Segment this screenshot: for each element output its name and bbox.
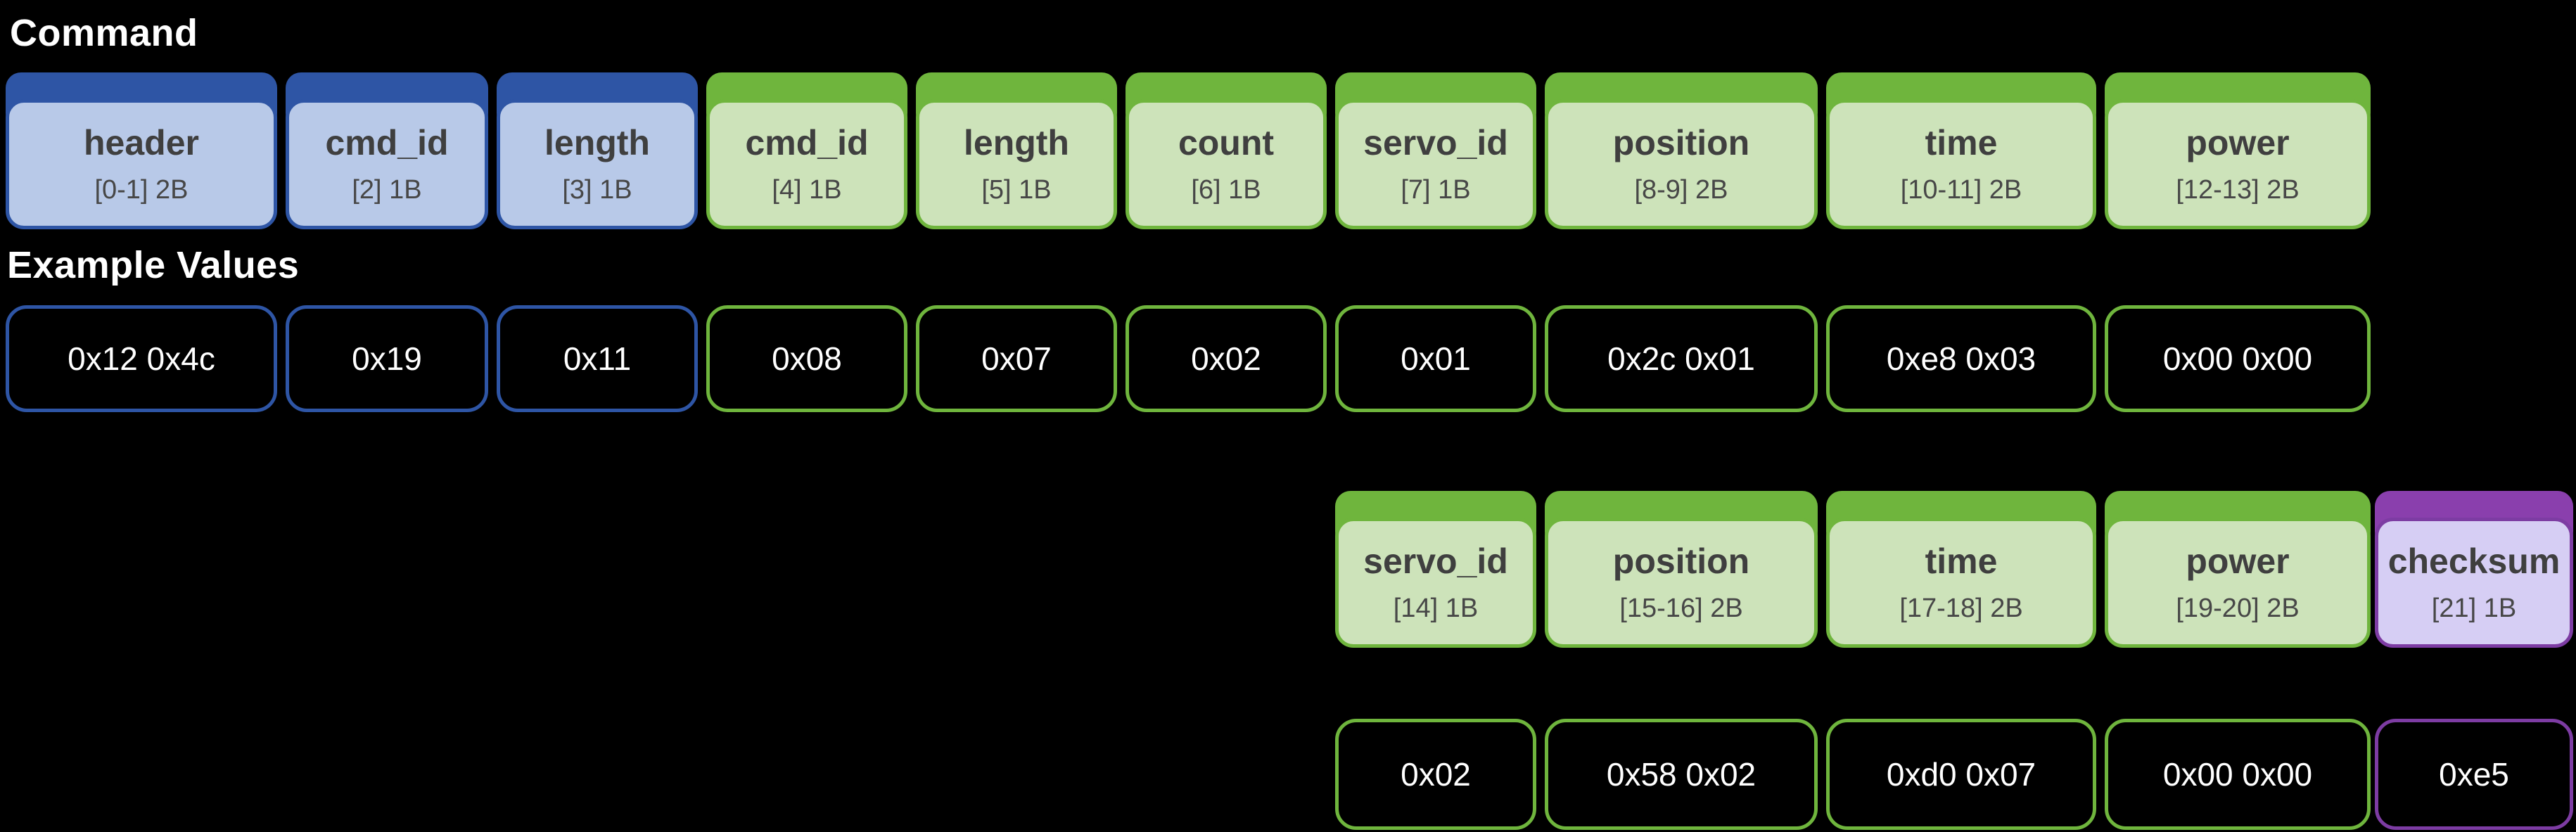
field-name-label: length [964, 123, 1069, 163]
example-value-text: 0xe8 0x03 [1886, 340, 2036, 377]
field-byte-range-label: [12-13] 2B [2176, 174, 2300, 205]
example-value-box: 0xe8 0x03 [1826, 305, 2096, 412]
field-box-power: power [12-13] 2B [2105, 72, 2371, 229]
field-body: time [17-18] 2B [1826, 518, 2096, 648]
field-box-cmd_id: cmd_id [4] 1B [706, 72, 907, 229]
field-box-cmd_id: cmd_id [2] 1B [286, 72, 488, 229]
field-name-label: power [2186, 542, 2290, 582]
example-value-text: 0x07 [981, 340, 1052, 377]
example-value-text: 0x58 0x02 [1606, 756, 1756, 793]
field-body: cmd_id [4] 1B [706, 99, 907, 229]
example-value-text: 0x11 [563, 340, 632, 377]
example-value-text: 0x12 0x4c [68, 340, 215, 377]
field-byte-range-label: [4] 1B [772, 174, 842, 205]
field-body: servo_id [7] 1B [1335, 99, 1536, 229]
field-byte-range-label: [19-20] 2B [2176, 593, 2300, 623]
example-value-text: 0x08 [772, 340, 842, 377]
field-box-servo_id: servo_id [7] 1B [1335, 72, 1536, 229]
field-body: cmd_id [2] 1B [286, 99, 488, 229]
field-byte-range-label: [21] 1B [2431, 593, 2517, 623]
example-value-box: 0x58 0x02 [1545, 719, 1818, 830]
field-name-label: servo_id [1363, 123, 1508, 163]
field-box-servo_id: servo_id [14] 1B [1335, 491, 1536, 648]
example-value-box: 0x11 [497, 305, 698, 412]
example-value-box: 0x2c 0x01 [1545, 305, 1818, 412]
example-value-box: 0xd0 0x07 [1826, 719, 2096, 830]
field-name-label: position [1612, 542, 1750, 582]
field-name-label: cmd_id [745, 123, 869, 163]
field-body: header [0-1] 2B [6, 99, 277, 229]
field-byte-range-label: [10-11] 2B [1900, 174, 2022, 205]
example-value-box: 0x07 [916, 305, 1117, 412]
field-box-time: time [17-18] 2B [1826, 491, 2096, 648]
example-value-box: 0x08 [706, 305, 907, 412]
example-value-text: 0x00 0x00 [2162, 340, 2313, 377]
field-byte-range-label: [8-9] 2B [1634, 174, 1728, 205]
field-box-power: power [19-20] 2B [2105, 491, 2371, 648]
field-box-length: length [3] 1B [497, 72, 698, 229]
example-value-text: 0x01 [1401, 340, 1471, 377]
field-box-position: position [15-16] 2B [1545, 491, 1818, 648]
field-byte-range-label: [0-1] 2B [94, 174, 189, 205]
field-body: count [6] 1B [1126, 99, 1327, 229]
field-name-label: position [1612, 123, 1750, 163]
field-name-label: checksum [2387, 542, 2561, 582]
example-value-box: 0x02 [1126, 305, 1327, 412]
command-section-title: Command [10, 12, 198, 54]
field-body: length [5] 1B [916, 99, 1117, 229]
field-byte-range-label: [17-18] 2B [1899, 593, 2023, 623]
example-value-text: 0x2c 0x01 [1607, 340, 1755, 377]
field-byte-range-label: [14] 1B [1393, 593, 1479, 623]
field-box-length: length [5] 1B [916, 72, 1117, 229]
field-box-count: count [6] 1B [1126, 72, 1327, 229]
example-value-text: 0x19 [352, 340, 422, 377]
example-value-text: 0x02 [1191, 340, 1261, 377]
field-box-header: header [0-1] 2B [6, 72, 277, 229]
field-box-checksum: checksum [21] 1B [2375, 491, 2573, 648]
field-name-label: time [1925, 123, 1998, 163]
field-body: length [3] 1B [497, 99, 698, 229]
field-name-label: servo_id [1363, 542, 1508, 582]
example-value-text: 0x00 0x00 [2162, 756, 2313, 793]
example-value-text: 0x02 [1401, 756, 1471, 793]
field-body: power [12-13] 2B [2105, 99, 2371, 229]
field-byte-range-label: [3] 1B [562, 174, 632, 205]
example-value-box: 0x00 0x00 [2105, 719, 2371, 830]
example-value-text: 0xd0 0x07 [1886, 756, 2036, 793]
example-value-text: 0xe5 [2439, 756, 2509, 793]
field-body: checksum [21] 1B [2375, 518, 2573, 648]
field-name-label: cmd_id [325, 123, 449, 163]
example-value-box: 0x19 [286, 305, 488, 412]
field-byte-range-label: [2] 1B [352, 174, 422, 205]
field-name-label: header [84, 123, 199, 163]
field-byte-range-label: [6] 1B [1191, 174, 1261, 205]
field-box-position: position [8-9] 2B [1545, 72, 1818, 229]
field-byte-range-label: [7] 1B [1401, 174, 1471, 205]
field-body: position [8-9] 2B [1545, 99, 1818, 229]
example-value-box: 0x02 [1335, 719, 1536, 830]
field-body: power [19-20] 2B [2105, 518, 2371, 648]
field-name-label: length [544, 123, 650, 163]
field-body: position [15-16] 2B [1545, 518, 1818, 648]
field-name-label: count [1178, 123, 1275, 163]
example-value-box: 0x01 [1335, 305, 1536, 412]
example-values-section-title: Example Values [7, 244, 300, 286]
field-byte-range-label: [15-16] 2B [1619, 593, 1743, 623]
field-body: servo_id [14] 1B [1335, 518, 1536, 648]
field-byte-range-label: [5] 1B [981, 174, 1052, 205]
field-body: time [10-11] 2B [1826, 99, 2096, 229]
example-value-box: 0x00 0x00 [2105, 305, 2371, 412]
example-value-box: 0x12 0x4c [6, 305, 277, 412]
field-name-label: power [2186, 123, 2290, 163]
field-name-label: time [1925, 542, 1998, 582]
field-box-time: time [10-11] 2B [1826, 72, 2096, 229]
example-value-box: 0xe5 [2375, 719, 2573, 830]
